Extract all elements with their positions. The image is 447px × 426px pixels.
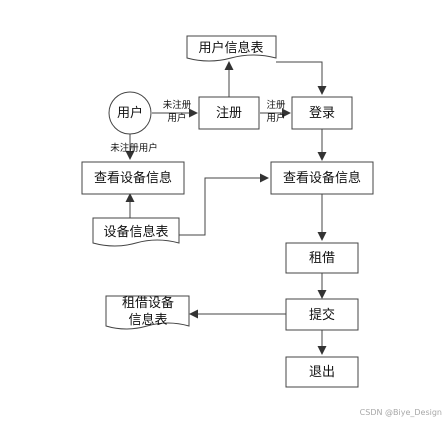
node-view-right: 查看设备信息 bbox=[270, 161, 374, 195]
rent-table-shape bbox=[105, 295, 190, 330]
view-left-box bbox=[81, 161, 185, 195]
node-view-left: 查看设备信息 bbox=[81, 161, 185, 195]
submit-box bbox=[285, 298, 359, 331]
edge-user-table-to-login bbox=[276, 61, 327, 95]
edge-device-table-to-view-right bbox=[179, 173, 269, 236]
view-right-label: 查看设备信息 bbox=[283, 170, 361, 186]
node-rent-table: 租借设备 信息表 bbox=[105, 295, 190, 330]
node-device-table: 设备信息表 bbox=[92, 217, 180, 247]
label-user-to-register-2: 用户 bbox=[167, 112, 186, 124]
register-box bbox=[198, 96, 260, 130]
rent-label: 租借 bbox=[309, 251, 335, 266]
user-table-label: 用户信息表 bbox=[198, 40, 263, 56]
edge-labels: 未注册 用户 注册 用户 未注册用户 bbox=[110, 99, 286, 154]
user-table-shape bbox=[186, 35, 277, 62]
watermark: CSDN @Biye_Design bbox=[360, 408, 442, 417]
node-rent: 租借 bbox=[285, 242, 359, 274]
submit-label: 提交 bbox=[309, 307, 335, 323]
node-submit: 提交 bbox=[285, 298, 359, 331]
view-left-label: 查看设备信息 bbox=[94, 170, 172, 186]
label-user-to-register-1: 未注册 bbox=[163, 99, 192, 111]
device-table-label: 设备信息表 bbox=[103, 224, 168, 240]
exit-label: 退出 bbox=[309, 365, 335, 380]
label-user-to-view: 未注册用户 bbox=[110, 142, 158, 154]
view-right-box bbox=[270, 161, 374, 195]
rent-table-label-2: 信息表 bbox=[128, 312, 167, 328]
edges bbox=[125, 61, 327, 355]
login-label: 登录 bbox=[309, 106, 335, 121]
node-user-table: 用户信息表 bbox=[186, 35, 277, 62]
rent-table-label-1: 租借设备 bbox=[122, 295, 174, 311]
node-user: 用户 bbox=[108, 91, 152, 135]
exit-box bbox=[285, 356, 359, 388]
device-table-shape bbox=[92, 217, 180, 247]
node-register: 注册 bbox=[198, 96, 260, 130]
rent-box bbox=[285, 242, 359, 274]
node-exit: 退出 bbox=[285, 356, 359, 388]
label-register-to-login-2: 用户 bbox=[266, 112, 285, 124]
login-box bbox=[291, 96, 353, 130]
node-login: 登录 bbox=[291, 96, 353, 130]
user-label: 用户 bbox=[117, 105, 143, 121]
label-register-to-login-1: 注册 bbox=[266, 99, 286, 111]
register-label: 注册 bbox=[216, 106, 242, 121]
user-circle bbox=[108, 91, 152, 135]
